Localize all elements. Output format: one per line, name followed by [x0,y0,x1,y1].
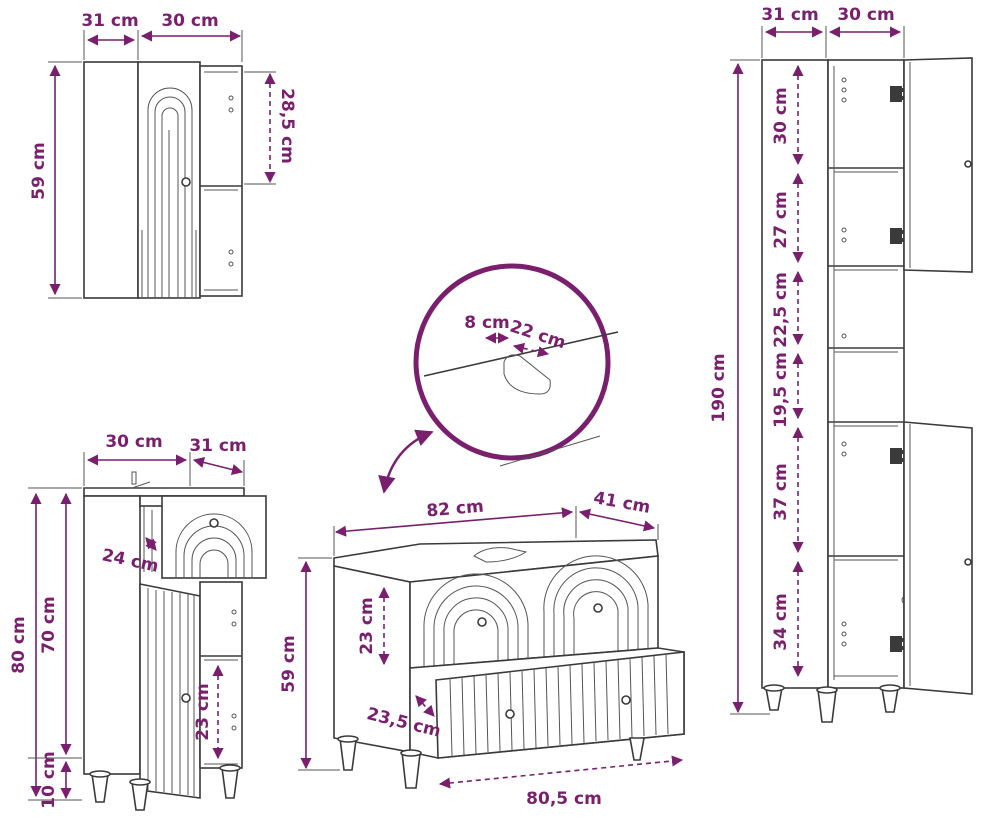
vanity-depth-label: 41 cm [592,488,652,518]
vanity-drawer-width-label: 80,5 cm [526,789,602,809]
side-cabinet-width-label: 30 cm [105,432,162,452]
wall-cabinet-height-label: 59 cm [29,142,49,199]
tall-cabinet-dimensions [730,26,905,715]
tall-cabinet-drawing [761,57,973,723]
wall-cabinet-dimensions [48,30,276,299]
vanity-drawer-height-label: 23 cm [357,597,377,654]
vanity-height-label: 59 cm [279,635,299,692]
vanity-dimensions [298,506,684,789]
side-cabinet-drawing [83,471,267,811]
tall-cabinet-shelf-6-label: 34 cm [771,593,791,650]
tall-cabinet-shelf-2-label: 27 cm [771,191,791,248]
tall-cabinet-shelf-4-label: 19,5 cm [771,352,791,428]
tall-cabinet-shelf-5-label: 37 cm [771,463,791,520]
side-cabinet-dimensions [28,452,245,801]
side-cabinet-total-height-label: 80 cm [9,616,29,673]
side-cabinet-legs-label: 10 cm [39,751,59,808]
tall-cabinet-shelf-3-label: 22,5 cm [771,272,791,348]
tall-cabinet-shelf-1-label: 30 cm [771,87,791,144]
detail-zoom-circle [378,263,619,494]
wall-cabinet-width-label: 30 cm [161,11,218,31]
wall-cabinet-drawing [83,61,243,299]
vanity-width-label: 82 cm [426,497,485,522]
tall-cabinet-depth-label: 31 cm [761,5,818,25]
wall-cabinet-shelf-label: 28,5 cm [277,88,297,164]
side-cabinet-depth-label: 31 cm [189,436,246,456]
vanity-drawing [333,539,685,789]
tall-cabinet-height-label: 190 cm [709,353,729,422]
side-cabinet-body-height-label: 70 cm [39,596,59,653]
wall-cabinet-depth-label: 31 cm [81,11,138,31]
side-cabinet-shelf-label: 23 cm [193,683,213,740]
tall-cabinet-width-label: 30 cm [837,5,894,25]
detail-notch-width-label: 8 cm [464,313,510,333]
